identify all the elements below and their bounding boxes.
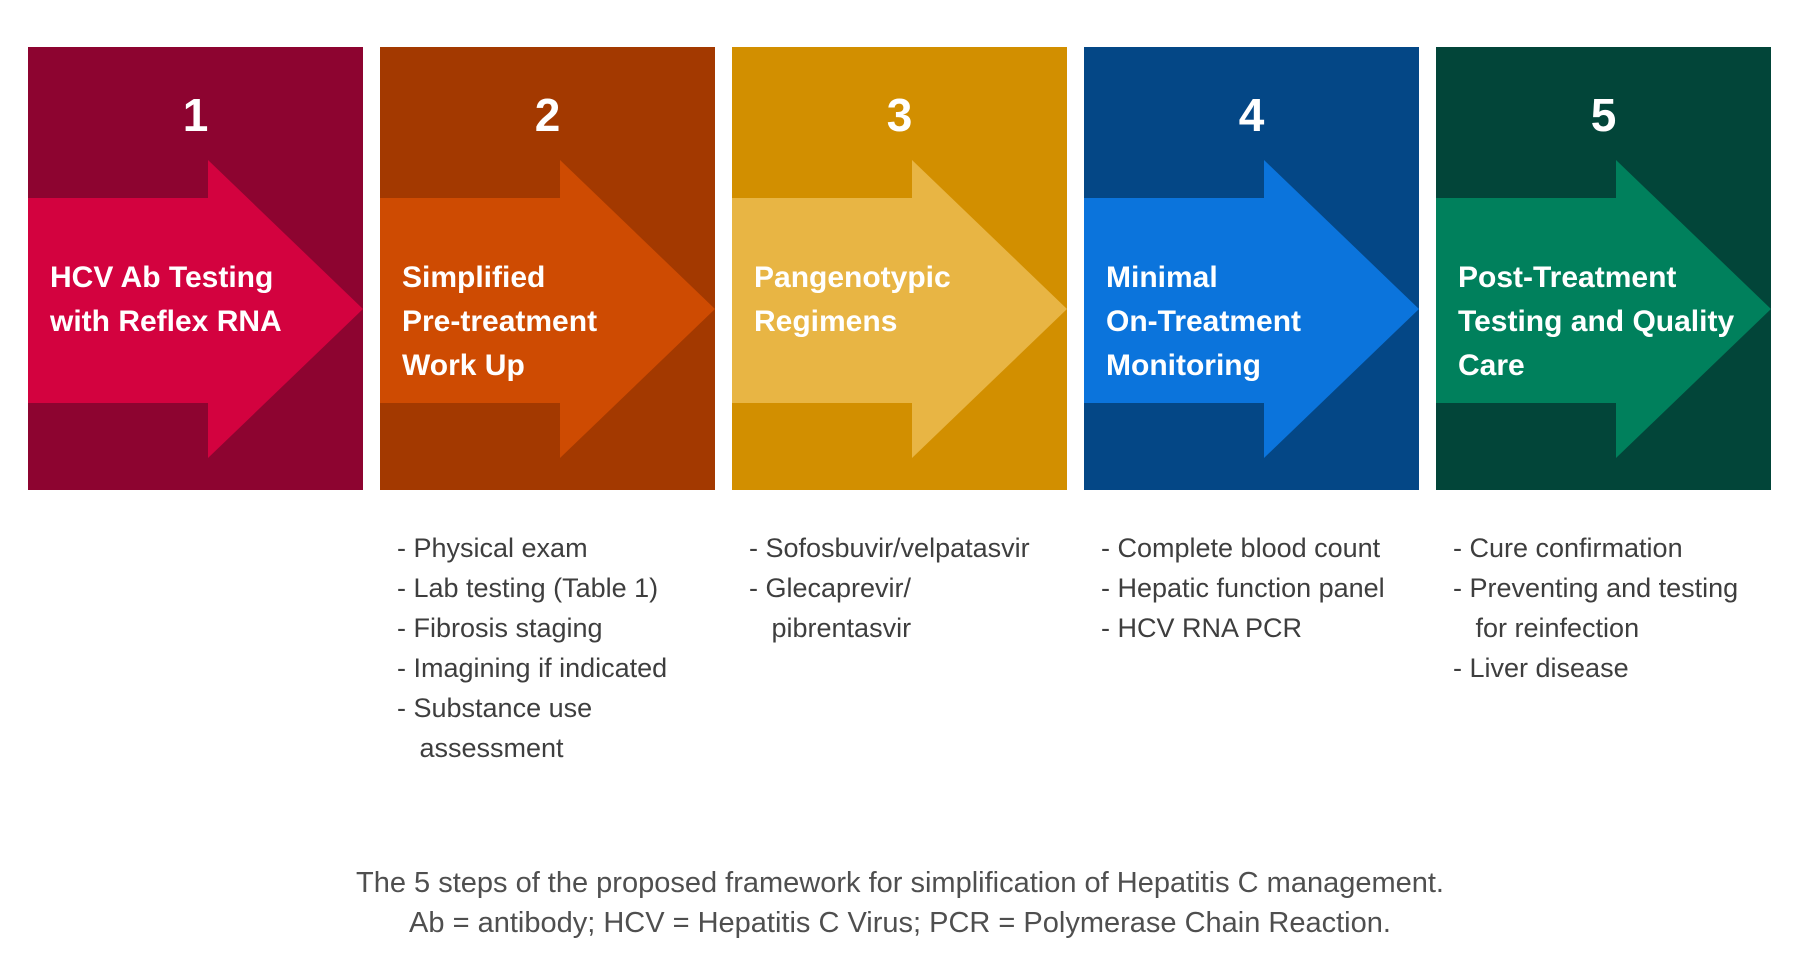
step-3-title-line-1: Pangenotypic: [754, 261, 951, 294]
step-box-3: 3 Pangenotypic Regimens: [732, 47, 1067, 490]
list-item: - Liver disease: [1453, 653, 1629, 683]
step-3-title: Pangenotypic Regimens: [754, 256, 1061, 344]
step-box-2: 2 Simplified Pre-treatment Work Up: [380, 47, 715, 490]
step-2-bullet-list: - Physical exam - Lab testing (Table 1) …: [397, 528, 667, 768]
step-3-bullet-list: - Sofosbuvir/velpatasvir - Glecaprevir/ …: [749, 528, 1030, 648]
step-box-1: 1 HCV Ab Testing with Reflex RNA: [28, 47, 363, 490]
step-5-title: Post-Treatment Testing and Quality Care: [1458, 256, 1765, 388]
step-2-title-line-2: Pre-treatment: [402, 305, 598, 338]
list-item: - Fibrosis staging: [397, 613, 603, 643]
step-5-title-line-3: Care: [1458, 349, 1525, 382]
list-item: - Lab testing (Table 1): [397, 573, 659, 603]
right-arrow-icon: [732, 160, 1067, 458]
step-1-number: 1: [182, 89, 209, 141]
list-item: - Preventing and testing: [1453, 573, 1739, 603]
step-5-title-line-2: Testing and Quality: [1458, 305, 1735, 338]
step-4-bullet-list: - Complete blood count - Hepatic functio…: [1101, 528, 1385, 648]
step-5-graphic: [1436, 47, 1771, 490]
step-4-title-line-3: Monitoring: [1106, 349, 1261, 382]
step-4-title-line-1: Minimal: [1106, 261, 1218, 294]
step-box-4: 4 Minimal On-Treatment Monitoring: [1084, 47, 1419, 490]
right-arrow-icon: [380, 160, 715, 458]
step-4-graphic: [1084, 47, 1419, 490]
step-1-title-line-1: HCV Ab Testing: [50, 261, 274, 294]
step-box-5: 5 Post-Treatment Testing and Quality Car…: [1436, 47, 1771, 490]
caption-line-2: Ab = antibody; HCV = Hepatitis C Virus; …: [409, 907, 1391, 939]
step-2-title-line-3: Work Up: [402, 349, 525, 382]
list-item: - HCV RNA PCR: [1101, 613, 1303, 643]
step-2-title: Simplified Pre-treatment Work Up: [402, 256, 709, 388]
list-item: - Sofosbuvir/velpatasvir: [749, 533, 1030, 563]
right-arrow-icon: [28, 160, 363, 458]
list-item: - Cure confirmation: [1453, 533, 1683, 563]
step-5-bullet-list: - Cure confirmation - Preventing and tes…: [1453, 528, 1738, 688]
step-2-title-line-1: Simplified: [402, 261, 546, 294]
list-item: pibrentasvir: [749, 613, 912, 643]
step-3-number: 3: [886, 89, 913, 141]
list-item: for reinfection: [1453, 613, 1640, 643]
figure-caption: The 5 steps of the proposed framework fo…: [0, 863, 1800, 943]
right-arrow-icon: [1084, 160, 1419, 458]
step-4-title: Minimal On-Treatment Monitoring: [1106, 256, 1413, 388]
list-item: - Substance use: [397, 693, 593, 723]
list-item: - Complete blood count: [1101, 533, 1381, 563]
list-item: assessment: [397, 733, 564, 763]
step-2-number: 2: [534, 89, 561, 141]
step-4-title-line-2: On-Treatment: [1106, 305, 1302, 338]
list-item: - Imagining if indicated: [397, 653, 668, 683]
list-item: - Hepatic function panel: [1101, 573, 1385, 603]
list-item: - Glecaprevir/: [749, 573, 912, 603]
step-1-title-line-2: with Reflex RNA: [50, 305, 282, 338]
step-4-number: 4: [1238, 89, 1265, 141]
step-5-title-line-1: Post-Treatment: [1458, 261, 1677, 294]
step-3-graphic: [732, 47, 1067, 490]
caption-line-1: The 5 steps of the proposed framework fo…: [355, 867, 1444, 899]
step-3-title-line-2: Regimens: [754, 305, 898, 338]
step-1-graphic: [28, 47, 363, 490]
step-2-graphic: [380, 47, 715, 490]
list-item: - Physical exam: [397, 533, 588, 563]
step-5-number: 5: [1590, 89, 1617, 141]
step-1-title: HCV Ab Testing with Reflex RNA: [50, 256, 357, 344]
right-arrow-icon: [1436, 160, 1771, 458]
